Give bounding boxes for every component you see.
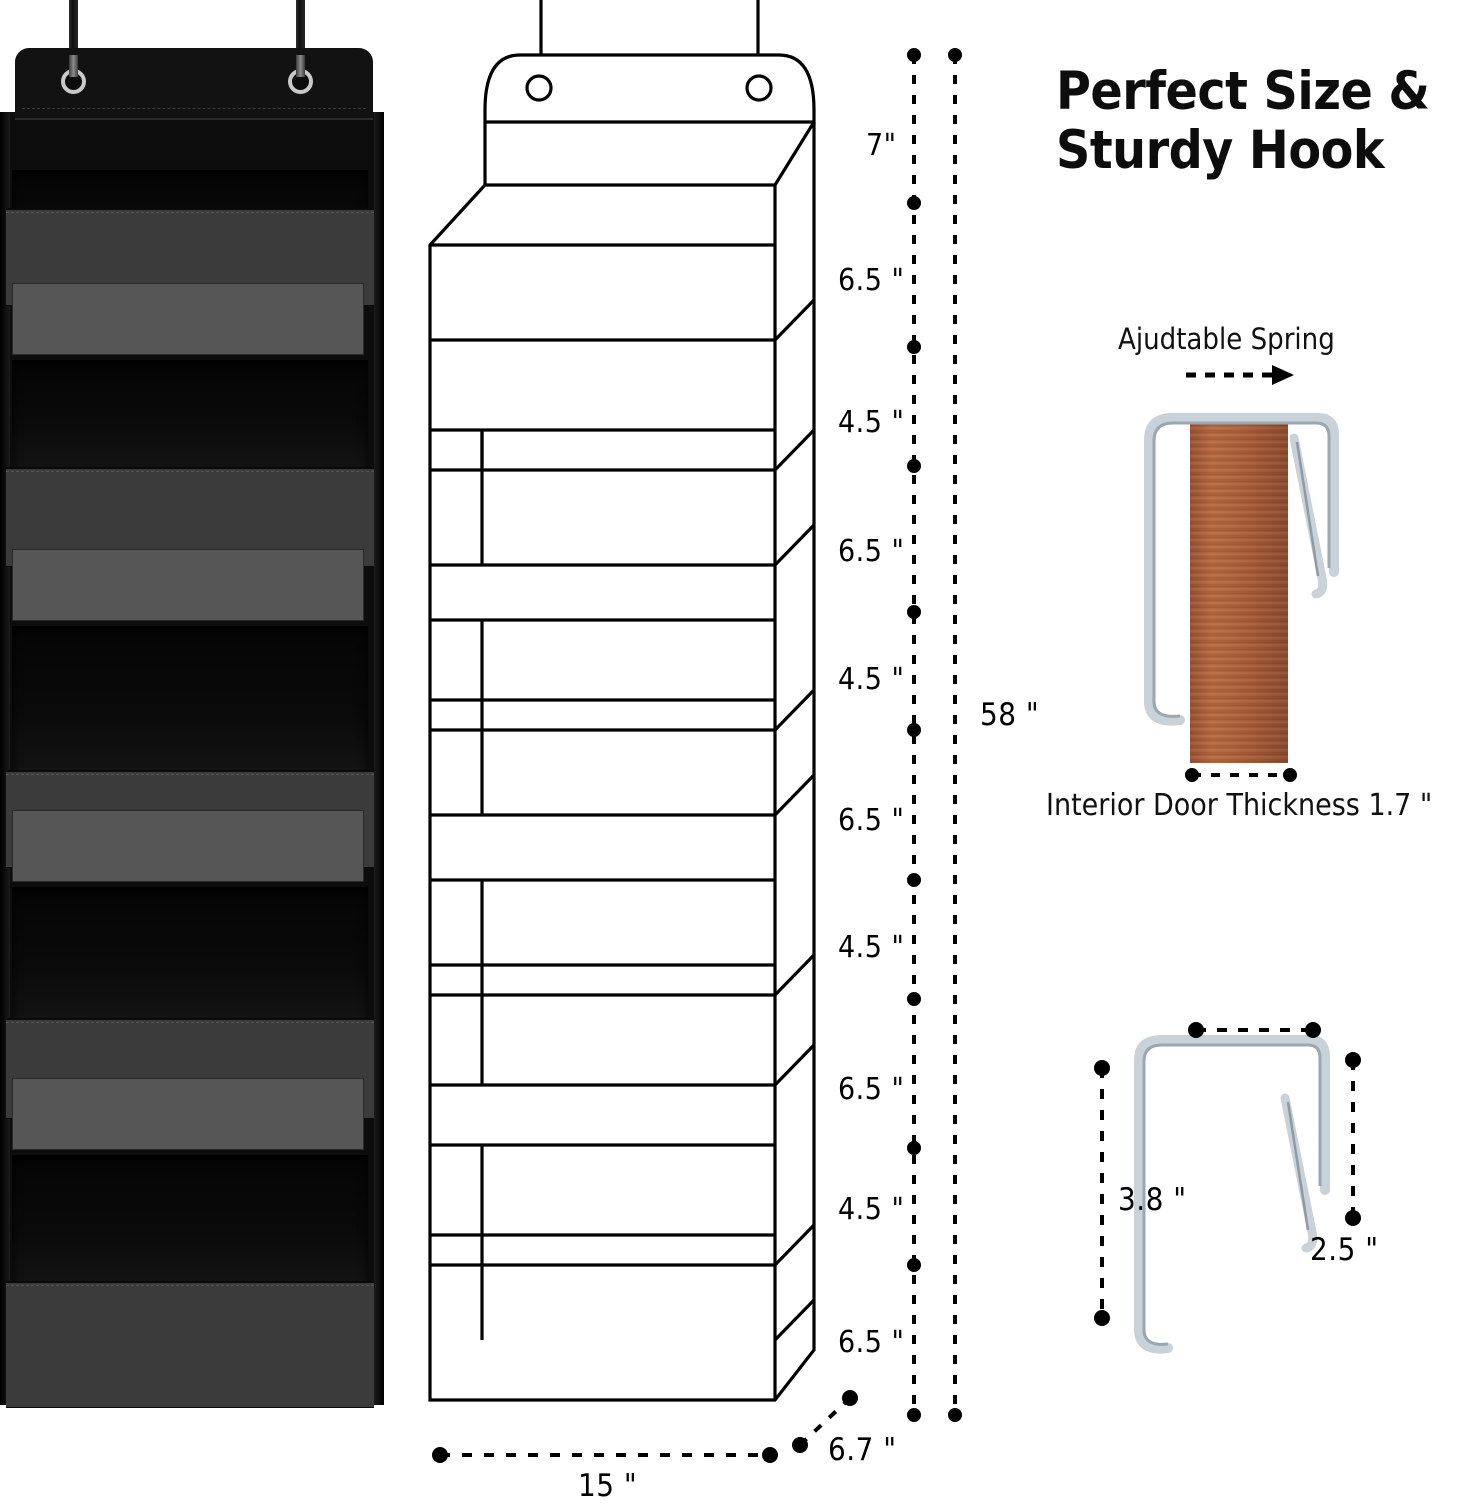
width-dimension [432, 1447, 778, 1463]
strap-pin-left [69, 55, 78, 77]
standalone-hook-highlight [1142, 1043, 1322, 1346]
drawing-chamfer-2 [773, 428, 816, 472]
width-label: 15 " [578, 1468, 638, 1504]
pocket-label-strip-3 [12, 810, 364, 882]
dimension-label-section-1: 7" [866, 128, 897, 163]
hook-width-dimension [1188, 1022, 1321, 1038]
depth-dimension [792, 1390, 858, 1453]
pocket-label-strip-2 [12, 549, 364, 621]
dimension-label-section-9: 4.5 " [838, 1192, 905, 1227]
drawing-chamfer-6 [773, 953, 816, 997]
drawing-chamfer-4 [773, 688, 816, 732]
hanging-strap-right [296, 0, 305, 62]
drawing-chamfer-3 [773, 523, 816, 567]
over-door-hook-highlight [1152, 421, 1331, 718]
total-height-label: 58 " [980, 697, 1040, 733]
drawing-chamfer-5 [773, 773, 816, 817]
dimension-label-section-10: 6.5 " [838, 1325, 905, 1360]
adjustable-spring-caption: Ajudtable Spring [1118, 322, 1335, 356]
dimension-tick-dots [907, 48, 921, 1422]
technical-line-drawing [420, 0, 840, 1460]
door-thickness-caption: Interior Door Thickness 1.7 " [1046, 788, 1433, 823]
organizer-right-edge [374, 112, 384, 1405]
hook-depth-dimension [1345, 1052, 1361, 1226]
dimension-label-section-5: 4.5 " [838, 662, 905, 697]
hook-width-label: 2.5 " [1310, 1232, 1379, 1268]
organizer-outline-svg [428, 0, 816, 1402]
depth-label: 6.7 " [828, 1432, 897, 1468]
hook-height-dimension [1094, 1060, 1110, 1326]
flap-stitching [22, 108, 366, 109]
dimension-label-section-6: 6.5 " [838, 803, 905, 838]
headline-line-1: Perfect Size & [1056, 61, 1430, 122]
pocket-cavity-3 [12, 626, 368, 776]
dimension-label-section-4: 6.5 " [838, 534, 905, 569]
drawing-grommet-right [745, 74, 773, 102]
organizer-left-edge [0, 112, 10, 1405]
door-slab [1190, 418, 1288, 763]
pocket-cavity-5 [12, 1155, 368, 1285]
page-title: Perfect Size & Sturdy Hook [1056, 62, 1456, 181]
drawing-grommet-left [525, 74, 553, 102]
pocket-label-strip-4 [12, 1078, 364, 1150]
drawing-chamfer-7 [773, 1043, 816, 1087]
drawing-top-flap [483, 53, 816, 124]
pocket-front-5 [6, 1281, 374, 1408]
strap-pin-right [296, 55, 305, 77]
dimension-label-section-3: 4.5 " [838, 405, 905, 440]
dimension-label-section-7: 4.5 " [838, 930, 905, 965]
hanging-strap-left [69, 0, 78, 62]
drawing-chamfer-1 [773, 298, 816, 342]
standalone-hook [1134, 1035, 1330, 1354]
dimension-label-section-2: 6.5 " [838, 263, 905, 298]
total-dimension-end-dots [948, 48, 962, 1422]
drawing-chamfer-9 [773, 1298, 816, 1342]
standalone-hook-spring-arm [1280, 1093, 1318, 1253]
hook-height-label: 3.8 " [1118, 1182, 1187, 1218]
hook-spring-arm [1289, 433, 1328, 599]
product-photo [0, 0, 400, 1410]
over-door-hook [1144, 413, 1339, 726]
spring-arrow-icon [1186, 365, 1294, 385]
pocket-cavity-4 [12, 887, 368, 1022]
pocket-cavity-2 [12, 360, 368, 470]
headline-line-2: Sturdy Hook [1056, 120, 1385, 182]
dimension-label-section-8: 6.5 " [838, 1072, 905, 1107]
drawing-chamfer-8 [773, 1223, 816, 1267]
pocket-label-strip-1 [12, 283, 364, 355]
door-thickness-dimension [1185, 768, 1297, 782]
